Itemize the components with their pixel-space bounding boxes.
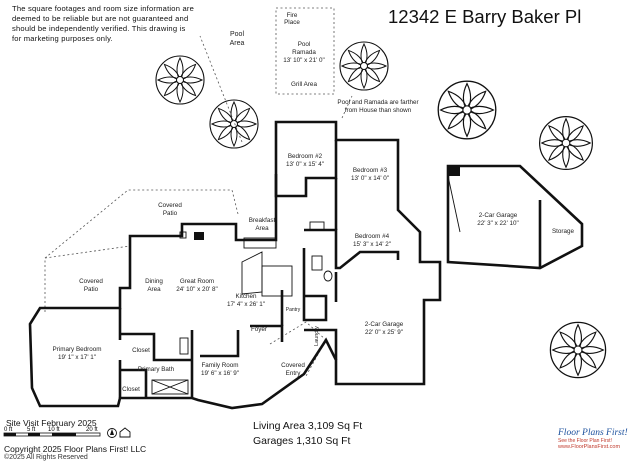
- room-label: Pantry: [286, 307, 301, 313]
- tree-icon: [155, 55, 205, 105]
- compass-icon: [107, 428, 117, 438]
- room-label: Bedroom #3: [353, 167, 388, 174]
- room-label: Patio: [163, 210, 178, 217]
- scale-label: 20 ft: [86, 427, 98, 433]
- garage-right-walls: [446, 164, 584, 270]
- room-note: Pool and Ramada are farther: [337, 99, 418, 106]
- room-label: 15' 3" x 14' 2": [353, 241, 391, 248]
- rights-text: ©2025 All Rights Reserved: [4, 454, 88, 461]
- room-label: Primary Bath: [138, 366, 175, 373]
- tree-icon: [339, 41, 389, 91]
- fireplace-icon: [194, 232, 204, 240]
- room-label: Foyer: [251, 326, 267, 333]
- scale-label: 10 ft: [48, 427, 60, 433]
- garages-area-text: Garages 1,310 Sq Ft: [253, 435, 351, 447]
- tree-icon: [538, 115, 594, 171]
- room-label: 17' 4" x 26' 1": [227, 301, 265, 308]
- room-label: Covered: [158, 202, 182, 209]
- room-label: Ramada: [292, 49, 316, 56]
- scale-label: 5 ft: [27, 427, 36, 433]
- room-label: Kitchen: [235, 293, 257, 300]
- room-label: Closet: [122, 386, 140, 393]
- room-label: Pool: [298, 41, 311, 48]
- room-label: 13' 0" x 14' 0": [351, 175, 389, 182]
- room-label: Family Room: [201, 362, 238, 369]
- room-label: 2-Car Garage: [365, 321, 404, 328]
- room-label: Primary Bedroom: [53, 346, 102, 353]
- room-label: Covered: [281, 362, 305, 369]
- room-label: 13' 10" x 21' 0": [283, 57, 325, 64]
- room-label: 22' 0" x 25' 9": [365, 329, 403, 336]
- site-visit-text: Site Visit February 2025: [6, 418, 97, 428]
- room-label: Grill Area: [291, 81, 317, 88]
- logo-url: www.FloorPlansFirst.com: [558, 444, 621, 450]
- room-label: Area: [230, 40, 245, 47]
- room-label: 24' 10" x 20' 8": [176, 286, 218, 293]
- logo-tagline: See the Floor Plan First!: [558, 438, 612, 444]
- house-walls: [28, 120, 442, 410]
- scale-bar: 0 ft 5 ft 10 ft 20 ft: [3, 427, 101, 437]
- tree-icon: [209, 99, 259, 149]
- room-label: Laundry: [314, 326, 320, 346]
- room-label: Area: [147, 286, 161, 293]
- room-label: Entry: [286, 370, 302, 377]
- room-label: Area: [255, 225, 269, 232]
- room-label: Patio: [84, 286, 99, 293]
- house-icon: [119, 427, 131, 438]
- logo-brand: Floor Plans First!: [558, 428, 628, 438]
- room-label: Bedroom #4: [355, 233, 390, 240]
- disclaimer-text: The square footages and room size inform…: [12, 4, 195, 43]
- room-label: Pool: [230, 31, 244, 38]
- room-label: Breakfast: [249, 217, 276, 224]
- living-area-text: Living Area 3,109 Sq Ft: [253, 420, 363, 432]
- tree-icon: [437, 80, 497, 140]
- tree-icon: [549, 321, 607, 379]
- property-address: 12342 E Barry Baker Pl: [388, 6, 582, 27]
- room-label: Great Room: [180, 278, 214, 285]
- room-label: 2-Car Garage: [479, 212, 518, 219]
- room-label: 19' 6" x 16' 9": [201, 370, 239, 377]
- room-labels: Fire Place Pool Area Pool Ramada 13' 10"…: [53, 12, 575, 393]
- room-label: Dining: [145, 278, 163, 285]
- pool-ramada-outline: [275, 7, 335, 95]
- brand-logo: Floor Plans First! See the Floor Plan Fi…: [558, 428, 638, 458]
- room-label: Closet: [132, 347, 150, 354]
- scale-label: 0 ft: [4, 427, 13, 433]
- room-label: 13' 0" x 15' 4": [286, 161, 324, 168]
- room-label: Fire: [287, 12, 298, 19]
- room-note: from House than shown: [345, 107, 412, 114]
- room-label: 19' 1" x 17' 1": [58, 354, 96, 361]
- room-label: Covered: [79, 278, 103, 285]
- room-label: 22' 3" x 22' 10": [477, 220, 519, 227]
- room-label: Bedroom #2: [288, 153, 323, 160]
- room-label: Place: [284, 19, 300, 26]
- room-label: Storage: [552, 228, 575, 235]
- copyright-text: Copyright 2025 Floor Plans First! LLC: [4, 444, 147, 454]
- covered-patio-outline: [44, 189, 239, 312]
